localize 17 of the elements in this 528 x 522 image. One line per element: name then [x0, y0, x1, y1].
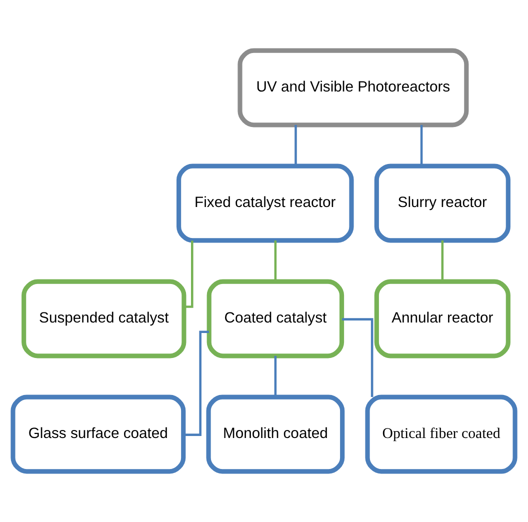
node-box: Monolith coated [206, 394, 345, 474]
node-box: UV and Visible Photoreactors [238, 48, 469, 128]
connector [184, 240, 194, 308]
node-box: Annular reactor [374, 279, 510, 358]
connector [441, 240, 444, 282]
node-box: Suspended catalyst [22, 279, 186, 358]
connector [342, 318, 374, 397]
node-box: Slurry reactor [374, 164, 510, 243]
connector [274, 356, 277, 397]
connector [420, 124, 423, 166]
connector [294, 124, 297, 166]
node-box: Fixed catalyst reactor [176, 164, 354, 243]
connector [183, 330, 209, 436]
node-box: Optical fiber coated [365, 394, 518, 474]
node-box: Glass surface coated [10, 394, 186, 474]
node-box: Coated catalyst [206, 279, 344, 358]
connector [274, 240, 277, 282]
